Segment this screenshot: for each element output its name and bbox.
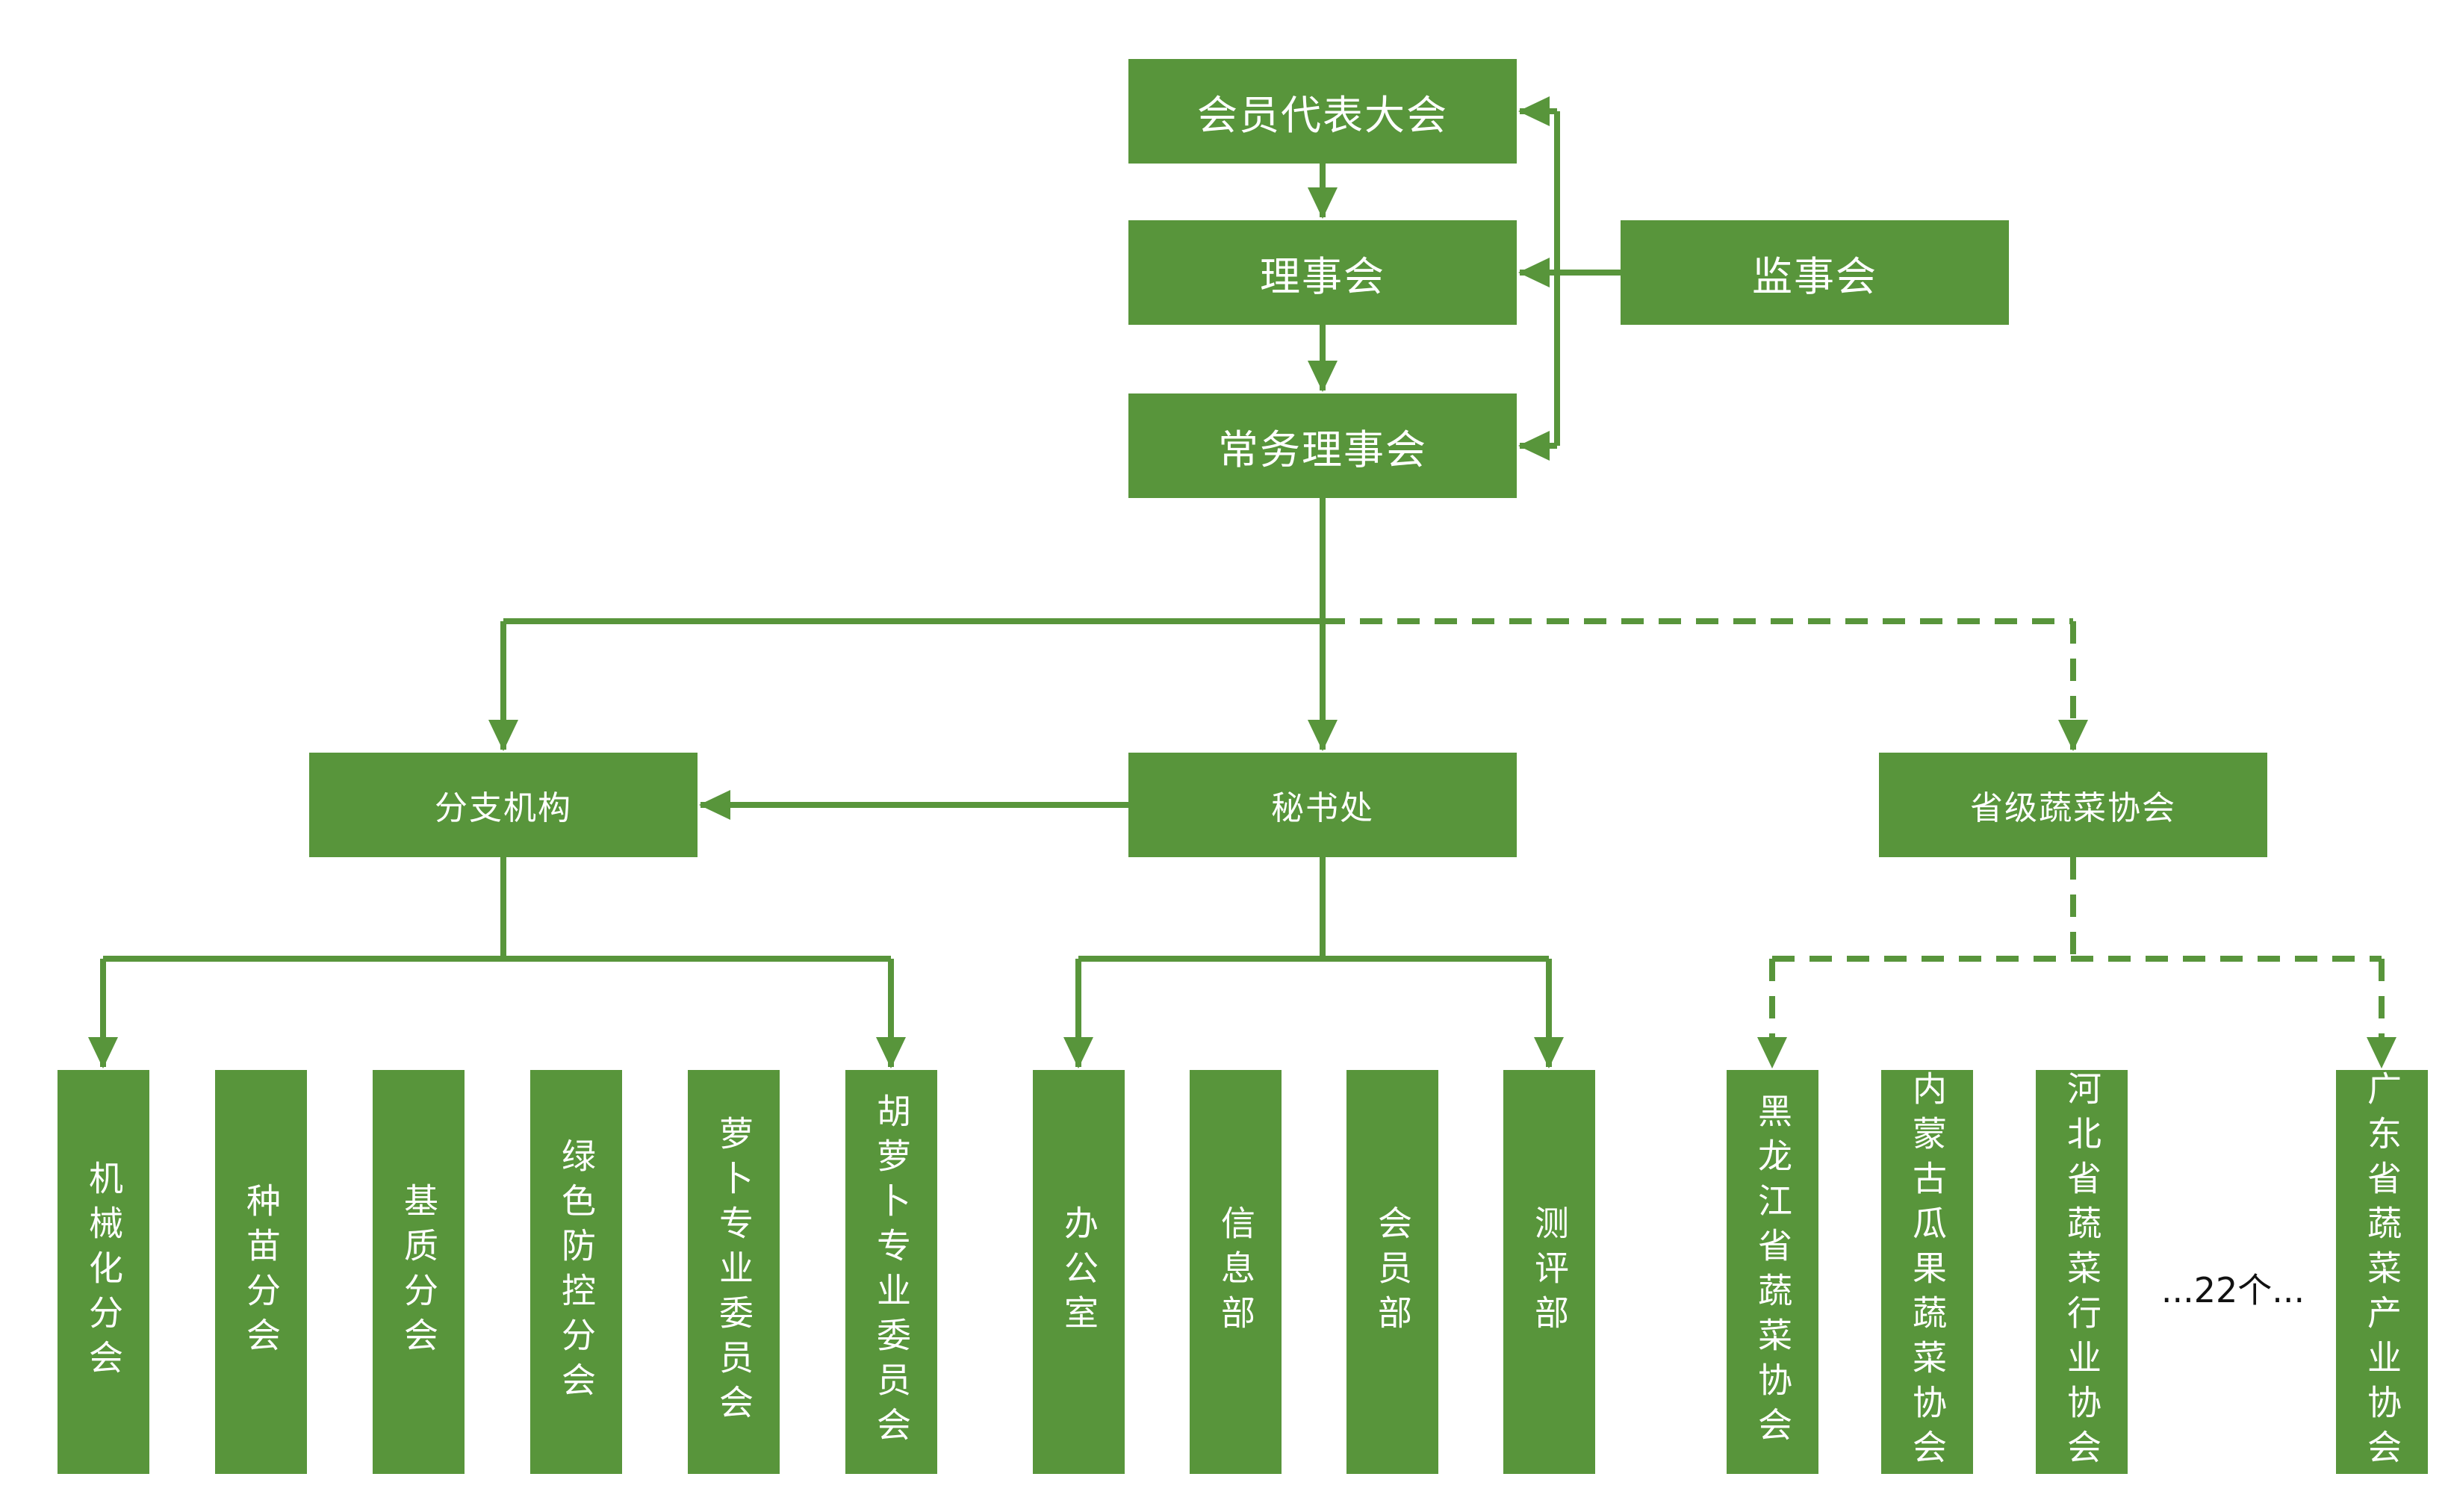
node-provincial-child-hebei: 河北省蔬菜行业协会 bbox=[2036, 1070, 2128, 1474]
node-secretariat-child-office: 办公室 bbox=[1033, 1070, 1125, 1474]
node-branch-child-seedling: 种苗分会 bbox=[215, 1070, 307, 1474]
node-branch-child-mechanization: 机械化分会 bbox=[58, 1070, 149, 1474]
provincial-count-note: ...22个... bbox=[2160, 1270, 2305, 1310]
node-provincial-child-guangdong: 广东省蔬菜产业协会 bbox=[2336, 1070, 2428, 1474]
node-provincial-child-heilongjiang: 黑龙江省蔬菜协会 bbox=[1727, 1070, 1818, 1474]
node-branch-child-carrot: 胡萝卜专业委员会 bbox=[845, 1070, 937, 1474]
node-council: 理事会 bbox=[1128, 220, 1517, 325]
node-provincial-associations: 省级蔬菜协会 bbox=[1879, 753, 2267, 857]
node-standing-council: 常务理事会 bbox=[1128, 393, 1517, 498]
node-secretariat: 秘书处 bbox=[1128, 753, 1517, 857]
node-branch-child-green-control: 绿色防控分会 bbox=[530, 1070, 622, 1474]
node-provincial-child-neimenggu: 内蒙古瓜果蔬菜协会 bbox=[1881, 1070, 1973, 1474]
node-secretariat-child-information: 信息部 bbox=[1190, 1070, 1282, 1474]
node-branch-child-substrate: 基质分会 bbox=[373, 1070, 465, 1474]
node-secretariat-child-membership: 会员部 bbox=[1346, 1070, 1438, 1474]
node-secretariat-child-evaluation: 测评部 bbox=[1503, 1070, 1595, 1474]
node-branch-organs: 分支机构 bbox=[309, 753, 698, 857]
node-member-assembly: 会员代表大会 bbox=[1128, 59, 1517, 164]
node-supervisory-board: 监事会 bbox=[1621, 220, 2009, 325]
node-branch-child-radish: 萝卜专业委员会 bbox=[688, 1070, 780, 1474]
